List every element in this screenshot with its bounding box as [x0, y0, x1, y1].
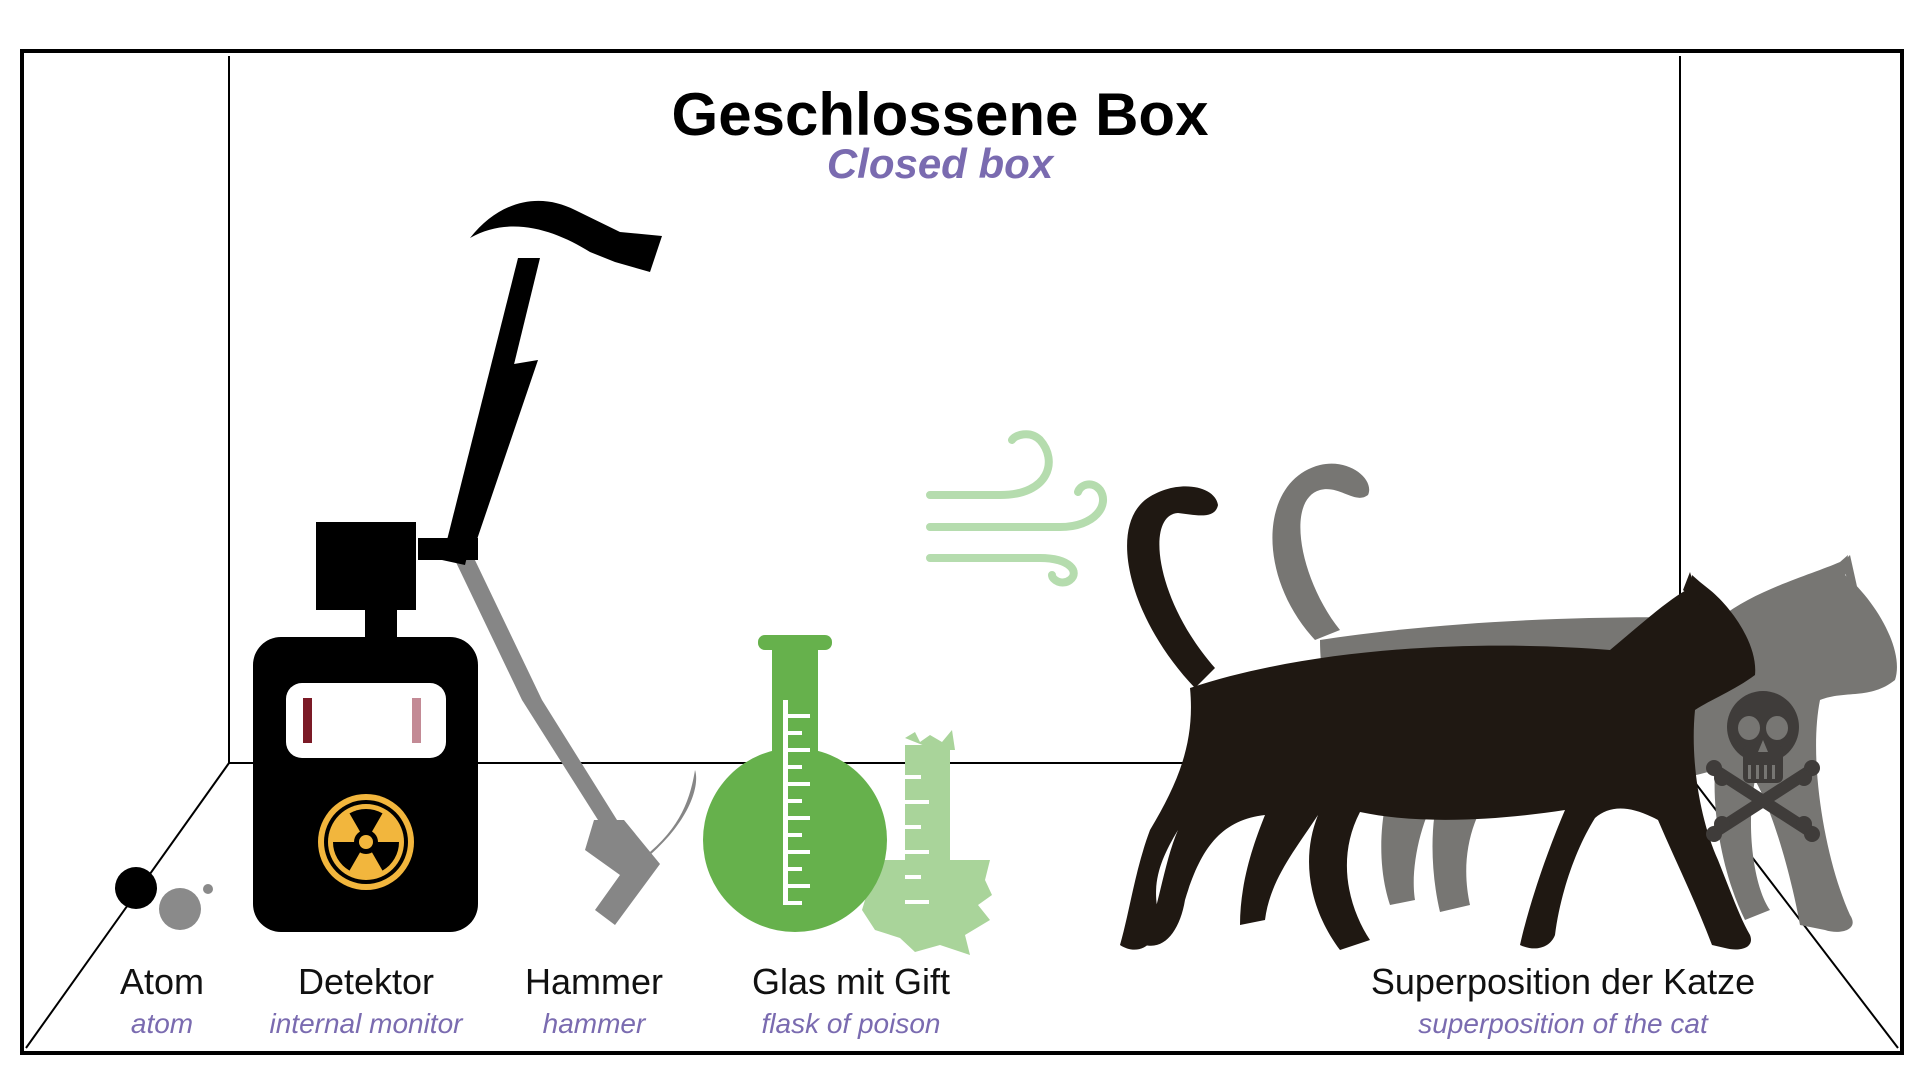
detector-label-de: Detektor — [298, 961, 434, 1002]
radiation-icon — [318, 794, 414, 890]
broken-flask-icon — [855, 730, 992, 955]
cat-label-de: Superposition der Katze — [1371, 961, 1755, 1002]
flask-label-en: flask of poison — [762, 1008, 941, 1039]
label-detector: Detektor internal monitor — [270, 961, 465, 1039]
cat-icon — [1120, 486, 1756, 950]
label-hammer: Hammer hammer — [525, 961, 663, 1039]
hammer-label-de: Hammer — [525, 961, 663, 1002]
skull-crossbones-icon — [1706, 691, 1820, 842]
label-flask: Glas mit Gift flask of poison — [752, 961, 950, 1039]
hammer-icon — [418, 200, 662, 565]
box-frame — [20, 49, 1904, 1055]
atom-icon — [115, 867, 213, 930]
label-cat: Superposition der Katze superposition of… — [1371, 961, 1755, 1039]
detector-label-en: internal monitor — [270, 1008, 465, 1039]
cat-label-en: superposition of the cat — [1418, 1008, 1709, 1039]
gas-icon — [926, 430, 1107, 587]
diagram-subtitle: Closed box — [827, 140, 1055, 187]
atom-label-en: atom — [131, 1008, 193, 1039]
hammer-label-en: hammer — [543, 1008, 647, 1039]
label-atom: Atom atom — [120, 961, 204, 1039]
diagram-title: Geschlossene Box — [672, 81, 1209, 148]
flask-label-de: Glas mit Gift — [752, 961, 950, 1002]
flask-icon — [703, 635, 887, 932]
ghost-hammer-icon — [453, 556, 697, 925]
atom-label-de: Atom — [120, 961, 204, 1002]
detector-icon — [253, 522, 478, 932]
